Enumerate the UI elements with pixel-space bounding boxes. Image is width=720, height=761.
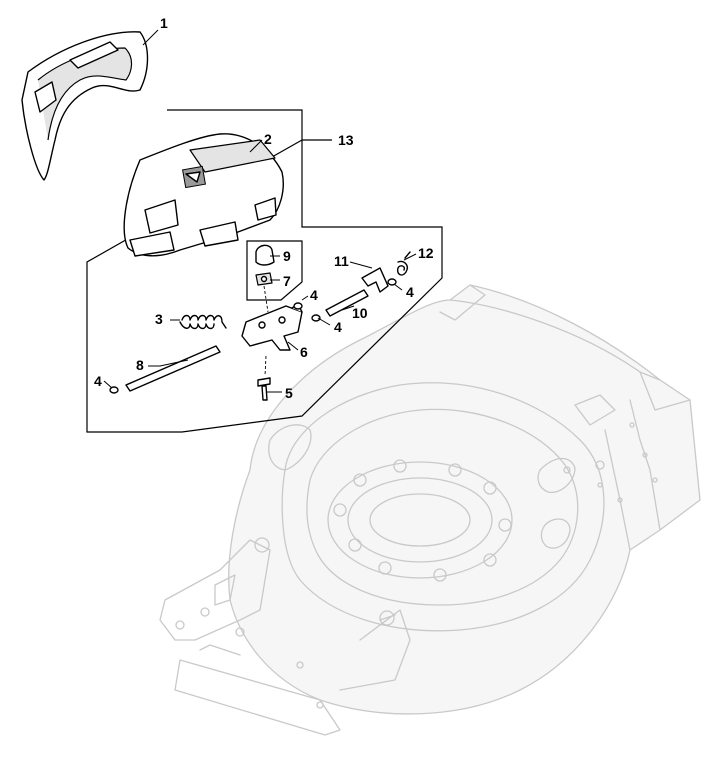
callout-6: 6: [300, 344, 308, 360]
callout-13: 13: [338, 132, 354, 148]
part-2-control-housing: [123, 133, 284, 257]
part-4-washer-right: [387, 278, 397, 286]
part-12-spring: [396, 251, 411, 276]
part-1-handle-cover: [21, 31, 149, 181]
callout-3: 3: [155, 311, 163, 327]
part-8-rod: [125, 345, 221, 392]
part-4-washer-left: [109, 386, 119, 394]
part-6-bracket: [241, 303, 303, 351]
part-11-lever: [361, 267, 389, 293]
callout-12: 12: [418, 245, 434, 261]
assembly-13-frame: [86, 109, 443, 433]
callout-4-left: 4: [94, 373, 102, 389]
part-3-coil-spring: [179, 314, 227, 330]
callout-8: 8: [136, 357, 144, 373]
callout-4-upper: 4: [310, 287, 318, 303]
part-10-pin: [325, 289, 369, 317]
part-7-nut: [255, 272, 273, 286]
callout-4-right: 4: [406, 284, 414, 300]
part-4-washer-upper: [293, 302, 303, 310]
callout-7: 7: [283, 273, 291, 289]
callout-10: 10: [352, 305, 368, 321]
callout-5: 5: [285, 385, 293, 401]
callout-4-middle: 4: [334, 319, 342, 335]
part-5-screw: [257, 377, 271, 401]
leader-lines: [103, 29, 417, 393]
callout-9: 9: [283, 248, 291, 264]
callout-1: 1: [160, 15, 168, 31]
callout-11: 11: [334, 253, 349, 269]
callout-2: 2: [264, 131, 272, 147]
part-9-cap: [255, 244, 275, 266]
callout-labels: 1 2 13 9 7 11 12 4 4 10 4 3 6 8 4 5: [94, 15, 434, 401]
mower-deck-ghost: [159, 284, 701, 736]
part-4-washer-middle: [311, 314, 321, 322]
